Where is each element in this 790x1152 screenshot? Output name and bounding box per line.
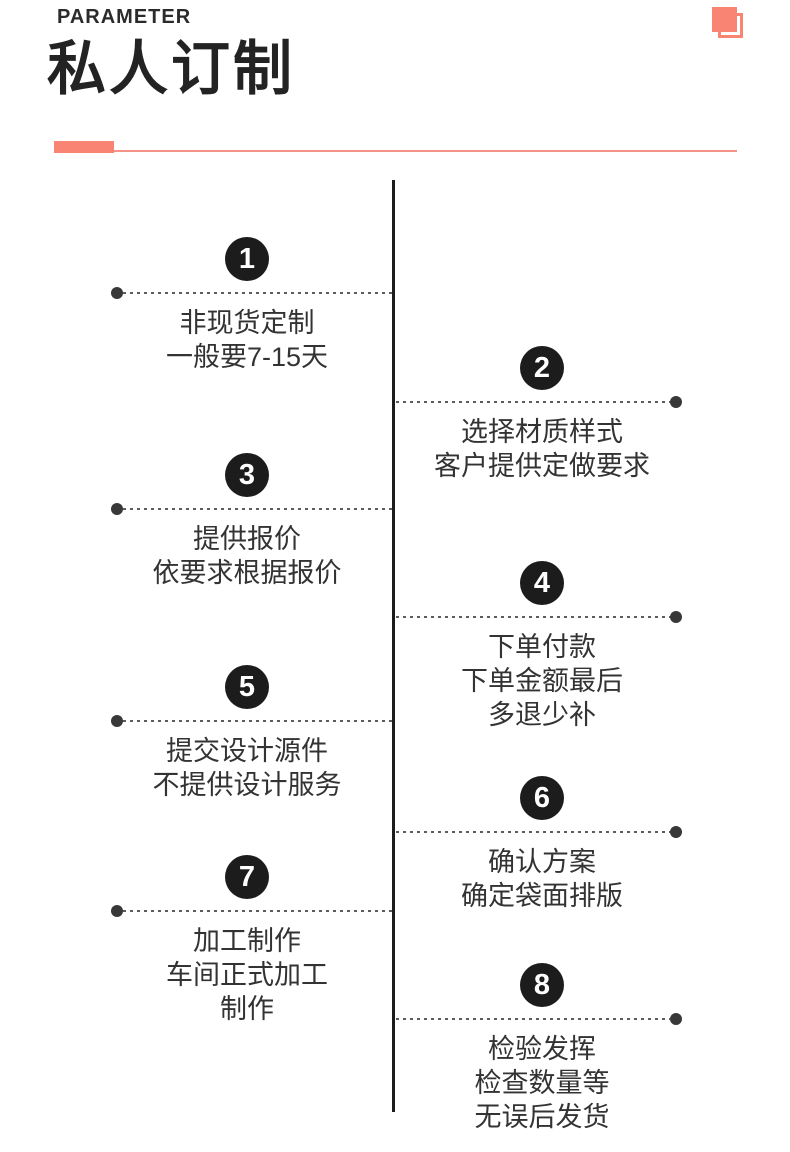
step-2: 2 选择材质样式 客户提供定做要求: [396, 346, 688, 483]
timeline-axis: [392, 180, 395, 1112]
dotted-connector: [396, 396, 688, 408]
step-text-line: 下单付款: [488, 632, 596, 662]
step-5: 5 提交设计源件 不提供设计服务: [100, 665, 394, 802]
accent-divider: [54, 141, 737, 153]
step-text: 下单付款 下单金额最后 多退少补: [461, 630, 623, 732]
dotted-line: [396, 831, 670, 833]
step-text: 选择材质样式 客户提供定做要求: [434, 415, 650, 483]
dotted-line: [396, 616, 670, 618]
dotted-line: [396, 401, 670, 403]
connector-dot: [670, 611, 682, 623]
step-number-badge: 2: [520, 346, 564, 390]
connector-dot: [111, 287, 123, 299]
step-text-line: 多退少补: [488, 700, 596, 730]
eyebrow-label: PARAMETER: [57, 6, 192, 28]
page-title: 私人订制: [47, 36, 296, 102]
step-8: 8 检验发挥 检查数量等 无误后发货: [396, 963, 688, 1134]
dotted-connector: [100, 287, 394, 299]
connector-dot: [670, 826, 682, 838]
step-text-line: 检查数量等: [474, 1068, 610, 1098]
step-7: 7 加工制作 车间正式加工 制作: [100, 855, 394, 1026]
step-number-badge: 3: [225, 453, 269, 497]
step-4: 4 下单付款 下单金额最后 多退少补: [396, 561, 688, 732]
step-1: 1 非现货定制 一般要7-15天: [100, 237, 394, 374]
step-number-badge: 7: [225, 855, 269, 899]
connector-dot: [111, 503, 123, 515]
step-text-line: 提交设计源件: [166, 736, 328, 766]
step-text-line: 无误后发货: [474, 1102, 610, 1132]
step-text-line: 客户提供定做要求: [434, 451, 650, 481]
dotted-line: [396, 1018, 670, 1020]
step-text-line: 车间正式加工: [166, 960, 328, 990]
overlapping-squares-icon: [712, 7, 744, 39]
step-text-line: 提供报价: [193, 524, 301, 554]
step-text: 提供报价 依要求根据报价: [153, 522, 342, 590]
step-text-line: 一般要7-15天: [165, 342, 329, 372]
step-text-line: 加工制作: [193, 926, 301, 956]
dotted-connector: [100, 503, 394, 515]
connector-dot: [670, 396, 682, 408]
dotted-connector: [396, 611, 688, 623]
step-text-line: 检验发挥: [488, 1034, 596, 1064]
dotted-line: [123, 910, 394, 912]
step-text: 确认方案 确定袋面排版: [461, 845, 623, 913]
dotted-line: [123, 720, 394, 722]
step-text: 检验发挥 检查数量等 无误后发货: [475, 1032, 610, 1134]
step-number-badge: 6: [520, 776, 564, 820]
step-number-badge: 4: [520, 561, 564, 605]
step-6: 6 确认方案 确定袋面排版: [396, 776, 688, 913]
dotted-line: [123, 508, 394, 510]
step-number-badge: 5: [225, 665, 269, 709]
step-text-line: 非现货定制: [179, 308, 315, 338]
step-text-line: 确认方案: [488, 847, 596, 877]
accent-line: [114, 150, 737, 152]
dotted-line: [123, 292, 394, 294]
step-text: 加工制作 车间正式加工 制作: [166, 924, 328, 1026]
connector-dot: [670, 1013, 682, 1025]
connector-dot: [111, 905, 123, 917]
step-3: 3 提供报价 依要求根据报价: [100, 453, 394, 590]
step-text-line: 不提供设计服务: [152, 770, 342, 800]
step-number-badge: 1: [225, 237, 269, 281]
dotted-connector: [396, 826, 688, 838]
accent-block: [54, 141, 114, 153]
step-text: 非现货定制 一般要7-15天: [166, 306, 328, 374]
step-text-line: 制作: [220, 994, 274, 1024]
step-text-line: 选择材质样式: [461, 417, 623, 447]
step-number-badge: 8: [520, 963, 564, 1007]
connector-dot: [111, 715, 123, 727]
square-fill-shape: [712, 7, 737, 32]
dotted-connector: [100, 905, 394, 917]
step-text-line: 确定袋面排版: [461, 881, 623, 911]
step-text-line: 依要求根据报价: [152, 558, 342, 588]
step-text: 提交设计源件 不提供设计服务: [153, 734, 342, 802]
dotted-connector: [396, 1013, 688, 1025]
step-text-line: 下单金额最后: [461, 666, 623, 696]
dotted-connector: [100, 715, 394, 727]
